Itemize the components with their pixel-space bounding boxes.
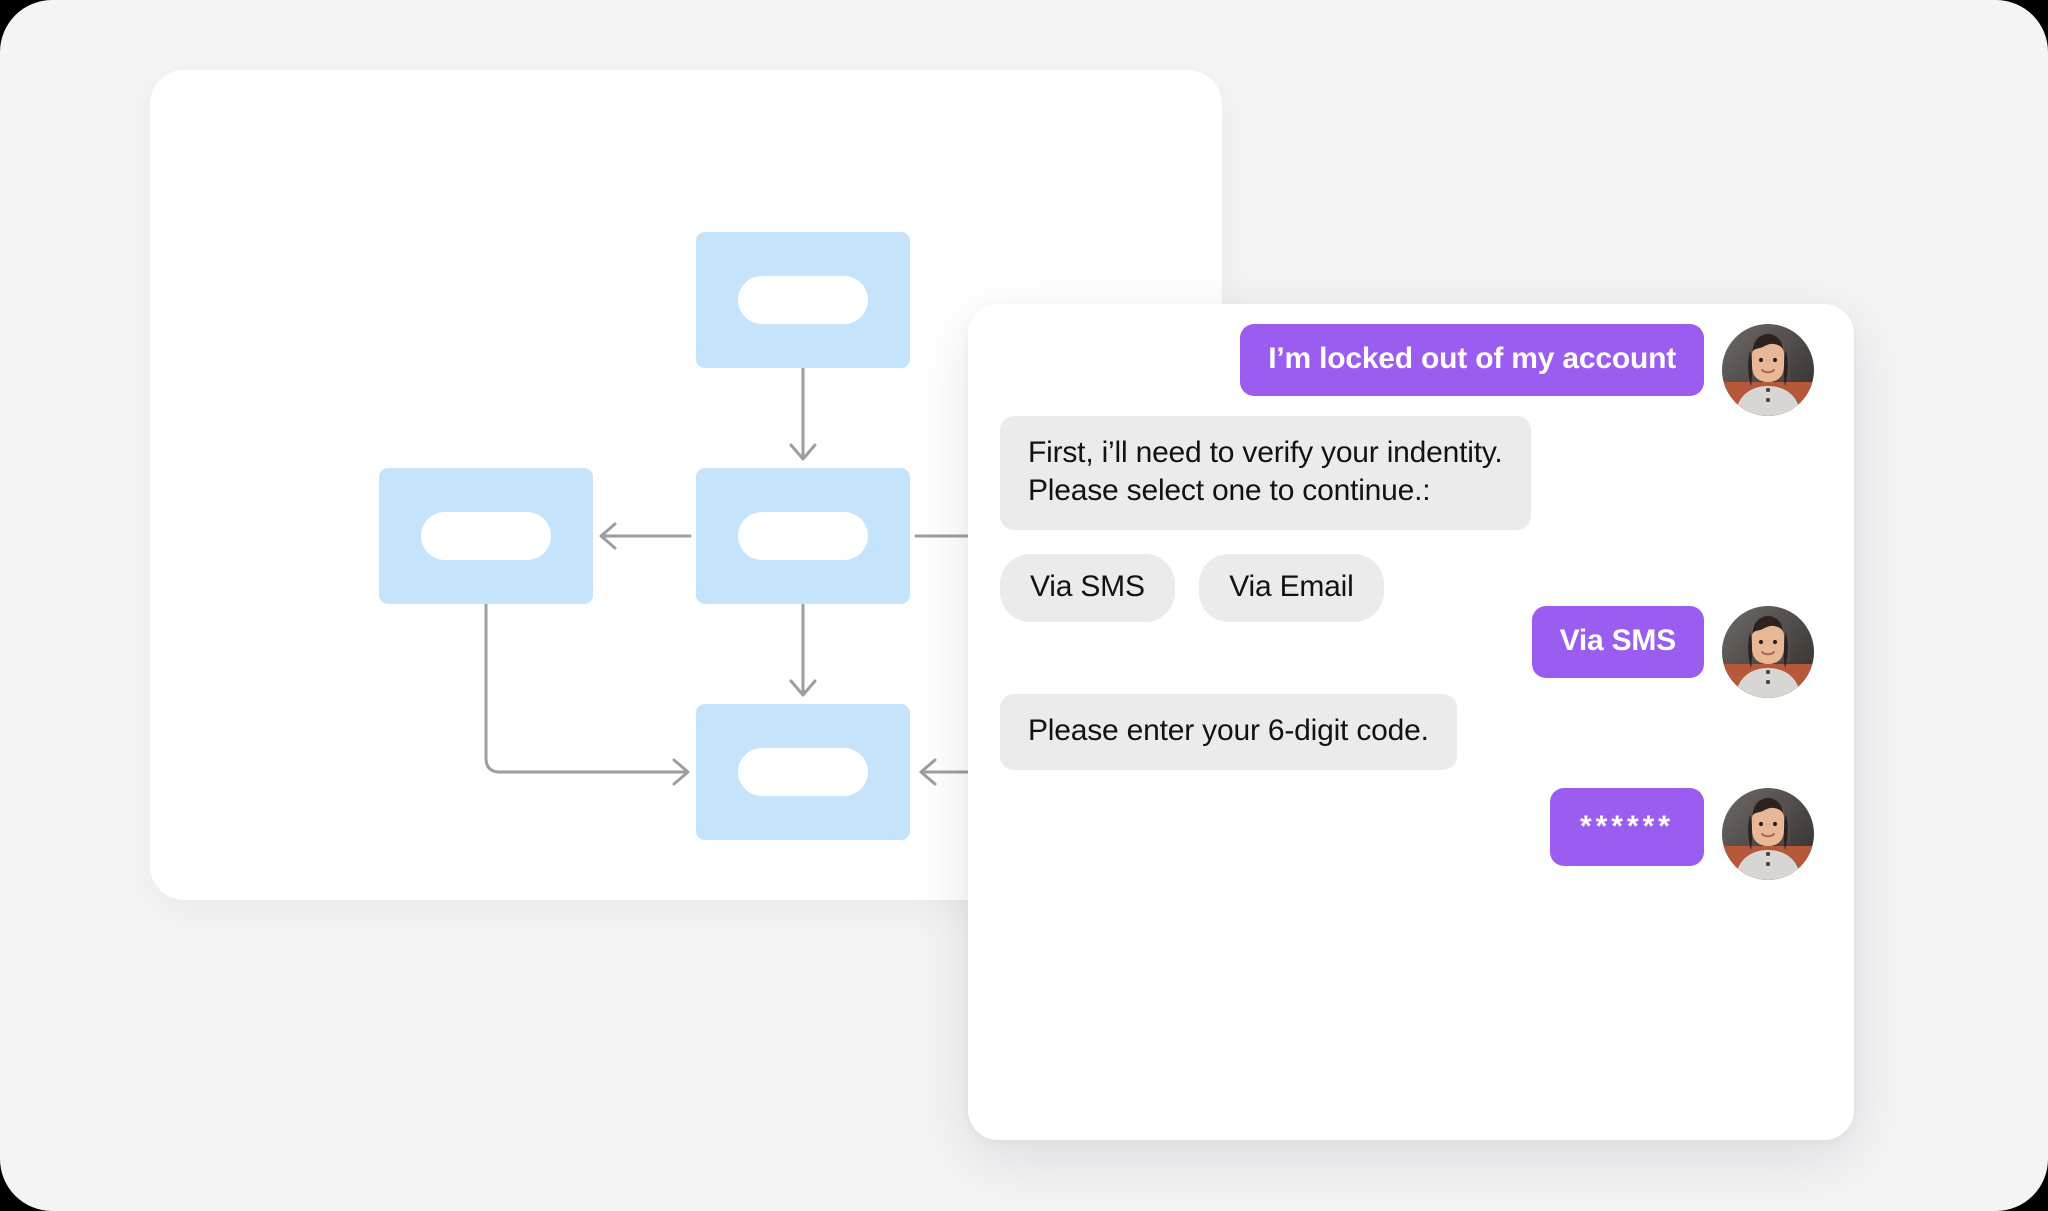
message-bubble-outgoing: Via SMS <box>1531 606 1704 678</box>
message-bubble-outgoing: I’m locked out of my account <box>1240 324 1704 396</box>
chat-message-row: Via SMS <box>968 606 1814 698</box>
chat-message-row: I’m locked out of my account <box>968 324 1814 416</box>
flow-node-top[interactable] <box>696 232 910 368</box>
flow-node-bottom[interactable] <box>696 704 910 840</box>
message-bubble-incoming: First, i’ll need to verify your indentit… <box>1000 416 1531 530</box>
support-chat-card: I’m locked out of my account <box>968 304 1854 1140</box>
flow-node-placeholder <box>738 276 868 324</box>
user-avatar <box>1722 324 1814 416</box>
flow-node-left[interactable] <box>379 468 593 604</box>
user-avatar <box>1722 606 1814 698</box>
chat-message-row: Please enter your 6-digit code. <box>1000 694 1760 770</box>
chat-message-row: First, i’ll need to verify your indentit… <box>1000 416 1700 530</box>
message-bubble-incoming: Please enter your 6-digit code. <box>1000 694 1457 770</box>
quick-reply-via-sms[interactable]: Via SMS <box>1000 554 1175 622</box>
flow-node-placeholder <box>738 748 868 796</box>
chat-message-row: ****** <box>968 788 1814 880</box>
user-avatar <box>1722 788 1814 880</box>
message-bubble-code: ****** <box>1549 788 1704 866</box>
quick-reply-via-email[interactable]: Via Email <box>1199 554 1384 622</box>
quick-reply-group: Via SMS Via Email <box>1000 554 1700 622</box>
flow-node-placeholder <box>421 512 551 560</box>
flow-node-center[interactable] <box>696 468 910 604</box>
flow-node-placeholder <box>738 512 868 560</box>
